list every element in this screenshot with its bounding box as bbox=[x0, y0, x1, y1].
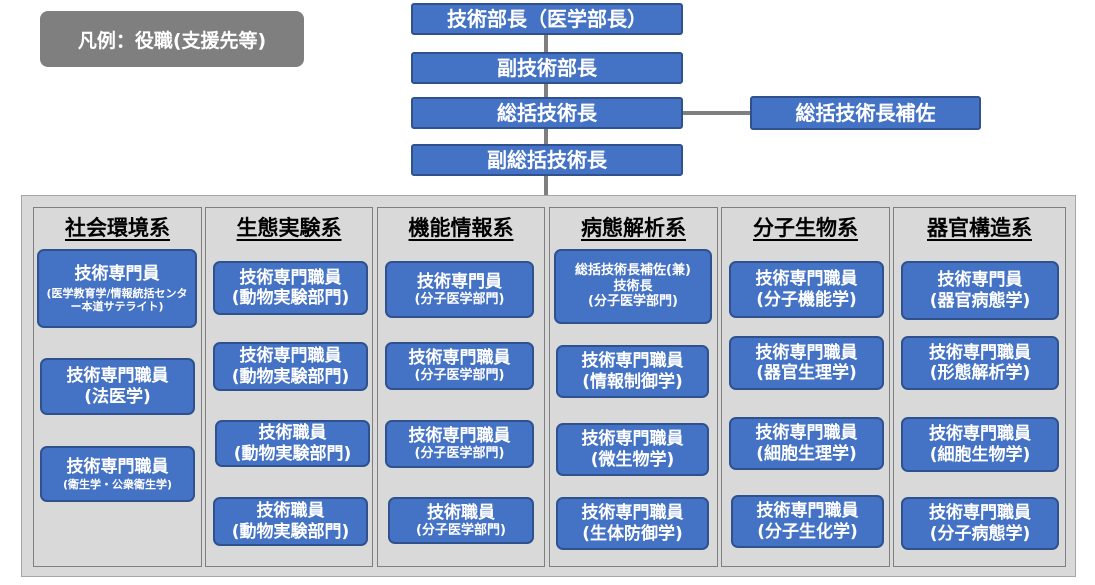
staff-box[interactable]: 技術専門職員 (分子病態学) bbox=[901, 497, 1059, 550]
staff-dept: (微生物学) bbox=[590, 449, 675, 470]
chief-assistant-box[interactable]: 総括技術長補佐 bbox=[750, 96, 981, 130]
staff-box[interactable]: 技術専門職員 (動物実験部門) bbox=[213, 342, 368, 391]
staff-dept: (衛生学・公衆衛生学) bbox=[62, 477, 173, 491]
staff-role: 技術専門職員 bbox=[408, 426, 511, 446]
staff-role: 技術職員 bbox=[256, 501, 325, 522]
column-title: 器官構造系 bbox=[927, 216, 1032, 240]
staff-box[interactable]: 技術専門職員 (分子機能学) bbox=[729, 261, 884, 318]
chief-label: 総括技術長 bbox=[497, 101, 597, 125]
staff-role: 技術専門職員 bbox=[756, 501, 859, 522]
staff-box[interactable]: 技術専門員 (医学教育学/情報統括センター本道サテライト) bbox=[37, 249, 197, 328]
column-title: 病態解析系 bbox=[581, 216, 686, 240]
staff-box[interactable]: 技術職員 (動物実験部門) bbox=[213, 497, 368, 546]
staff-box[interactable]: 技術専門職員 (形態解析学) bbox=[901, 336, 1059, 390]
staff-role: 技術専門職員 bbox=[581, 429, 684, 450]
staff-box[interactable]: 技術専門職員 (器官生理学) bbox=[729, 336, 884, 390]
staff-box[interactable]: 技術専門職員 (分子生化学) bbox=[731, 495, 884, 548]
staff-dept: (分子医学部門) bbox=[414, 291, 505, 307]
column-title: 分子生物系 bbox=[753, 216, 858, 240]
staff-dept: (動物実験部門) bbox=[231, 366, 350, 387]
staff-box[interactable]: 技術職員 (動物実験部門) bbox=[215, 420, 370, 467]
staff-role: 技術専門職員 bbox=[929, 342, 1031, 363]
column-title: 生態実験系 bbox=[236, 216, 342, 240]
staff-box[interactable]: 技術専門職員 (生体防御学) bbox=[556, 497, 709, 550]
staff-dept: (動物実験部門) bbox=[231, 288, 350, 308]
staff-role: 技術長 bbox=[613, 278, 653, 294]
staff-dept: (器官生理学) bbox=[756, 363, 857, 383]
director-box[interactable]: 技術部長（医学部長） bbox=[411, 3, 683, 35]
staff-box[interactable]: 技術職員 (分子医学部門) bbox=[388, 497, 534, 544]
staff-role: 技術専門職員 bbox=[66, 457, 169, 478]
staff-box[interactable]: 総括技術長補佐(兼) 技術長 (分子医学部門) bbox=[554, 249, 712, 324]
staff-dept: (分子医学部門) bbox=[414, 368, 505, 384]
staff-dept: (分子機能学) bbox=[756, 289, 857, 310]
staff-role: 技術専門員 bbox=[74, 264, 160, 285]
staff-box[interactable]: 技術専門職員 (情報制御学) bbox=[556, 345, 709, 398]
staff-dept: (器官病態学) bbox=[929, 290, 1031, 311]
chief-assistant-label: 総括技術長補佐 bbox=[795, 101, 936, 125]
staff-box[interactable]: 技術専門職員 (動物実験部門) bbox=[213, 261, 368, 315]
chief-box[interactable]: 総括技術長 bbox=[411, 97, 683, 129]
staff-dept: (細胞生物学) bbox=[929, 444, 1031, 465]
vice-director-box[interactable]: 副技術部長 bbox=[411, 52, 683, 84]
staff-role: 技術専門職員 bbox=[408, 348, 511, 368]
staff-role: 技術専門職員 bbox=[239, 267, 342, 288]
staff-box[interactable]: 技術専門職員 (法医学) bbox=[40, 358, 195, 415]
staff-dept: (動物実験部門) bbox=[231, 521, 350, 542]
connector-chief-assistant bbox=[682, 111, 752, 115]
column-title: 機能情報系 bbox=[408, 216, 514, 240]
staff-role: 技術専門職員 bbox=[755, 269, 858, 290]
director-label: 技術部長（医学部長） bbox=[447, 7, 647, 31]
staff-box[interactable]: 技術専門職員 (分子医学部門) bbox=[385, 342, 534, 390]
staff-role: 技術専門職員 bbox=[581, 503, 684, 524]
vice-chief-box[interactable]: 副総括技術長 bbox=[411, 144, 683, 176]
staff-box[interactable]: 技術専門職員 (微生物学) bbox=[556, 423, 709, 476]
staff-role: 技術専門職員 bbox=[239, 346, 342, 367]
staff-dept: (細胞生理学) bbox=[756, 443, 857, 464]
staff-dept: (医学教育学/情報統括センター本道サテライト) bbox=[46, 286, 188, 313]
vice-director-label: 副技術部長 bbox=[497, 56, 597, 80]
staff-dept: (生体防御学) bbox=[582, 523, 683, 544]
staff-role: 技術職員 bbox=[427, 502, 495, 523]
staff-box[interactable]: 技術専門職員 (細胞生理学) bbox=[729, 417, 884, 470]
staff-role: 技術専門員 bbox=[937, 270, 1023, 291]
staff-dept: (分子医学部門) bbox=[414, 446, 505, 462]
staff-role: 技術専門職員 bbox=[66, 366, 169, 387]
staff-box[interactable]: 技術専門職員 (分子医学部門) bbox=[385, 420, 534, 468]
staff-dept: (分子医学部門) bbox=[588, 294, 678, 310]
staff-box[interactable]: 技術専門職員 (衛生学・公衆衛生学) bbox=[40, 446, 195, 502]
staff-role: 技術専門職員 bbox=[929, 503, 1031, 524]
staff-box[interactable]: 技術専門員 (分子医学部門) bbox=[385, 261, 534, 318]
staff-role: 技術専門員 bbox=[417, 271, 502, 292]
staff-dept: (情報制御学) bbox=[582, 371, 683, 392]
vice-chief-label: 副総括技術長 bbox=[487, 148, 607, 172]
staff-dept: (分子医学部門) bbox=[416, 522, 506, 538]
staff-role: 技術職員 bbox=[258, 423, 327, 444]
staff-dept: (分子病態学) bbox=[929, 523, 1031, 544]
staff-dept: (動物実験部門) bbox=[233, 443, 352, 464]
staff-box[interactable]: 技術専門職員 (細胞生物学) bbox=[901, 417, 1059, 472]
staff-role: 技術専門職員 bbox=[581, 351, 684, 372]
staff-role: 技術専門職員 bbox=[755, 342, 858, 363]
staff-box[interactable]: 技術専門員 (器官病態学) bbox=[901, 261, 1059, 320]
staff-role: 技術専門職員 bbox=[755, 423, 858, 444]
staff-role-top: 総括技術長補佐(兼) bbox=[575, 263, 691, 279]
legend-label: 凡例：役職(支援先等) bbox=[40, 11, 304, 67]
column-title: 社会環境系 bbox=[65, 216, 170, 240]
staff-dept: (形態解析学) bbox=[929, 363, 1031, 383]
staff-dept: (分子生化学) bbox=[757, 521, 858, 542]
staff-role: 技術専門職員 bbox=[929, 424, 1031, 445]
staff-dept: (法医学) bbox=[84, 386, 151, 407]
